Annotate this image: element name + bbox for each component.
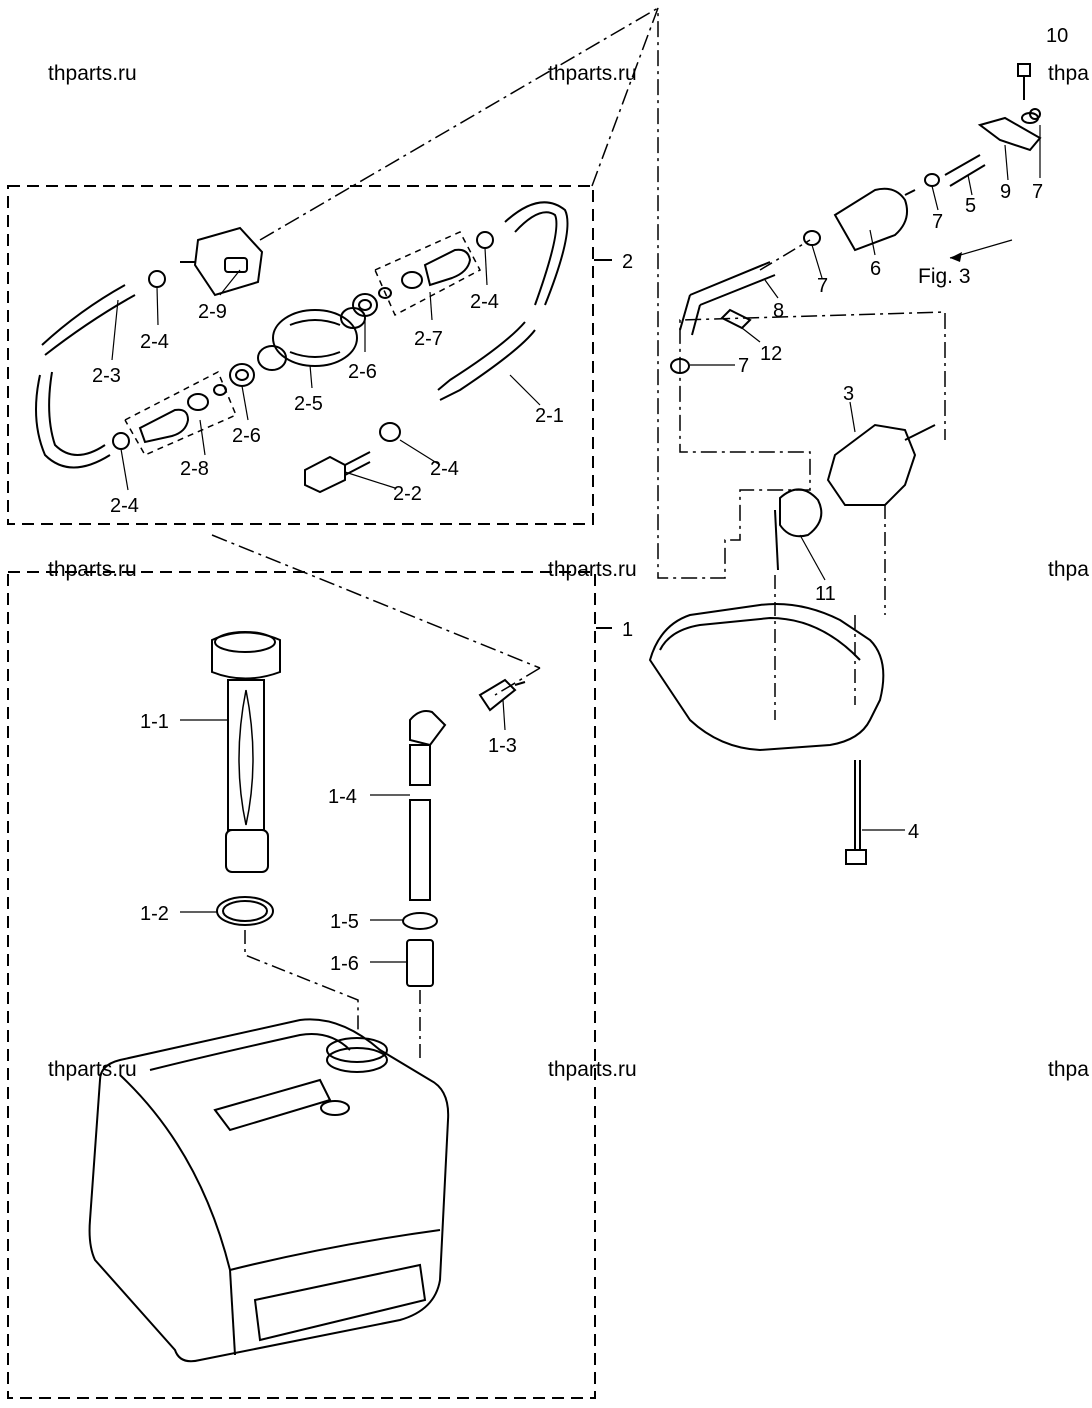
callout-1-6: 1-6 xyxy=(330,953,359,975)
watermark: thparts.ru xyxy=(48,558,137,581)
hose-2-1 xyxy=(504,201,569,306)
callout-6: 6 xyxy=(870,258,881,280)
ring-2-6a xyxy=(229,363,255,387)
primer-bulb xyxy=(272,309,358,367)
callout-2-2: 2-2 xyxy=(393,483,422,505)
callout-2-1: 2-1 xyxy=(535,405,564,427)
callout-2-9: 2-9 xyxy=(198,301,227,323)
watermark: thparts.ru xyxy=(48,1058,137,1081)
callout-2-4: 2-4 xyxy=(110,495,139,517)
watermark: thpa xyxy=(1048,62,1089,85)
callout-2-7: 2-7 xyxy=(414,328,443,350)
callout-4: 4 xyxy=(908,821,919,843)
callout-1-3: 1-3 xyxy=(488,735,517,757)
o-ring-1-2 xyxy=(216,896,274,926)
ring-2-6b xyxy=(352,293,378,317)
group-box-2 xyxy=(7,185,594,525)
callout-1: 1 xyxy=(622,619,633,641)
callout-8: 8 xyxy=(773,300,784,322)
callout-10: 10 xyxy=(1046,25,1068,47)
watermark: thpa xyxy=(1048,1058,1089,1081)
connector-3 xyxy=(826,423,917,506)
hose-5 xyxy=(944,154,986,187)
connector-2-9 xyxy=(193,226,264,297)
callout-1-4: 1-4 xyxy=(328,786,357,808)
watermark: thparts.ru xyxy=(48,62,137,85)
callout-1-5: 1-5 xyxy=(330,911,359,933)
connector-2-2 xyxy=(304,455,346,494)
clamp-2-4b xyxy=(476,231,494,249)
callout-7: 7 xyxy=(817,275,828,297)
callout-2-3: 2-3 xyxy=(92,365,121,387)
valve-2-7 xyxy=(423,248,472,287)
callout-2-4: 2-4 xyxy=(140,331,169,353)
callout-7: 7 xyxy=(932,211,943,233)
fuel-gauge xyxy=(211,631,281,680)
clamp-2-4a xyxy=(148,270,166,288)
o-ring-1-5 xyxy=(402,912,438,930)
callout-7: 7 xyxy=(738,355,749,377)
hose-2-3 xyxy=(44,294,136,356)
callout-3: 3 xyxy=(843,383,854,405)
callout-2-6: 2-6 xyxy=(232,425,261,447)
filter-6 xyxy=(833,187,908,252)
tank-filler xyxy=(326,1037,388,1063)
callout-2-5: 2-5 xyxy=(294,393,323,415)
fuel-tank xyxy=(88,1018,450,1363)
clamp-2-4d xyxy=(379,422,401,442)
lower-cowling xyxy=(648,603,885,752)
figure-label: Fig. 3 xyxy=(918,265,971,288)
callout-2-8: 2-8 xyxy=(180,458,209,480)
screw-10 xyxy=(1017,63,1031,77)
callout-7: 7 xyxy=(1032,181,1043,203)
watermark: thparts.ru xyxy=(548,62,637,85)
watermark: thpa xyxy=(1048,558,1089,581)
clamp-2-4c xyxy=(112,432,130,450)
hose-8 xyxy=(679,261,776,336)
callout-5: 5 xyxy=(965,195,976,217)
callout-1-1: 1-1 xyxy=(140,711,169,733)
callout-9: 9 xyxy=(1000,181,1011,203)
callout-2-6: 2-6 xyxy=(348,361,377,383)
callout-1-2: 1-2 xyxy=(140,903,169,925)
bracket-9 xyxy=(977,116,1042,152)
watermark: thparts.ru xyxy=(548,558,637,581)
callout-2-4: 2-4 xyxy=(430,458,459,480)
callout-11: 11 xyxy=(815,583,836,605)
fitting-1-3 xyxy=(478,678,517,712)
watermark: thparts.ru xyxy=(548,1058,637,1081)
callout-2: 2 xyxy=(622,251,633,273)
fig3-bracket xyxy=(591,7,946,579)
filter-1-6 xyxy=(406,939,434,987)
elbow-1-4 xyxy=(409,710,447,747)
valve-2-8 xyxy=(138,408,190,444)
callout-12: 12 xyxy=(760,343,782,365)
callout-2-4: 2-4 xyxy=(470,291,499,313)
cap-11 xyxy=(779,488,823,538)
